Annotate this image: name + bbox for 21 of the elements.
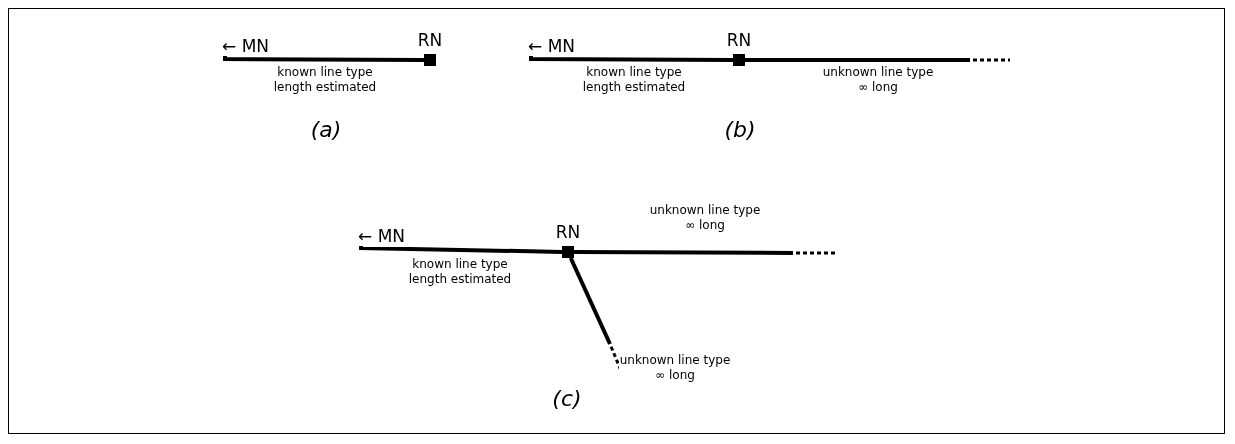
panel-label: (a)	[310, 117, 342, 142]
node-label: RN	[417, 30, 443, 50]
edge-label: unknown line type ∞ long	[649, 203, 761, 233]
direction-label: ← MN	[528, 36, 576, 56]
line-segment	[745, 58, 970, 62]
node-square	[562, 246, 574, 258]
edge-label: unknown line type ∞ long	[619, 353, 731, 383]
direction-label: ← MN	[358, 226, 406, 246]
panel-label: (b)	[724, 117, 756, 142]
node-square	[733, 54, 745, 66]
node-label: RN	[555, 222, 581, 242]
line-segment	[529, 56, 733, 62]
line-segment	[574, 250, 793, 255]
panel-label: (c)	[552, 386, 582, 411]
node-square	[424, 54, 436, 66]
line-segment	[568, 257, 612, 345]
line-segment	[359, 245, 563, 254]
direction-label: ← MN	[222, 36, 270, 56]
line-segment	[223, 56, 424, 62]
edge-label: unknown line type ∞ long	[822, 65, 934, 95]
node-label: RN	[726, 30, 752, 50]
